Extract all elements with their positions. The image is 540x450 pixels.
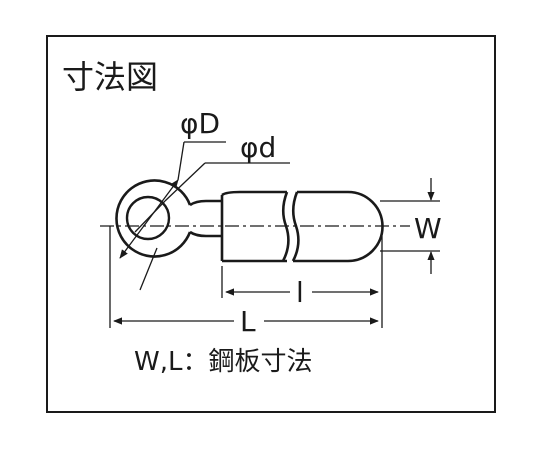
diameter-leaders xyxy=(119,141,290,291)
material-note: W,L：鋼板寸法 xyxy=(134,347,312,377)
total-length-label: L xyxy=(240,305,256,338)
extension-lines xyxy=(109,226,383,328)
diagram-title: 寸法図 xyxy=(62,58,158,96)
diagram-frame xyxy=(46,35,496,413)
outer-diameter-label: φD xyxy=(180,107,220,140)
terminal-neck xyxy=(189,199,222,238)
sleeve-length-label: l xyxy=(296,276,304,309)
width-label: W xyxy=(414,212,442,245)
width-dimension xyxy=(380,178,440,274)
inner-diameter-label: φd xyxy=(240,131,276,164)
terminal-ring xyxy=(115,179,192,258)
